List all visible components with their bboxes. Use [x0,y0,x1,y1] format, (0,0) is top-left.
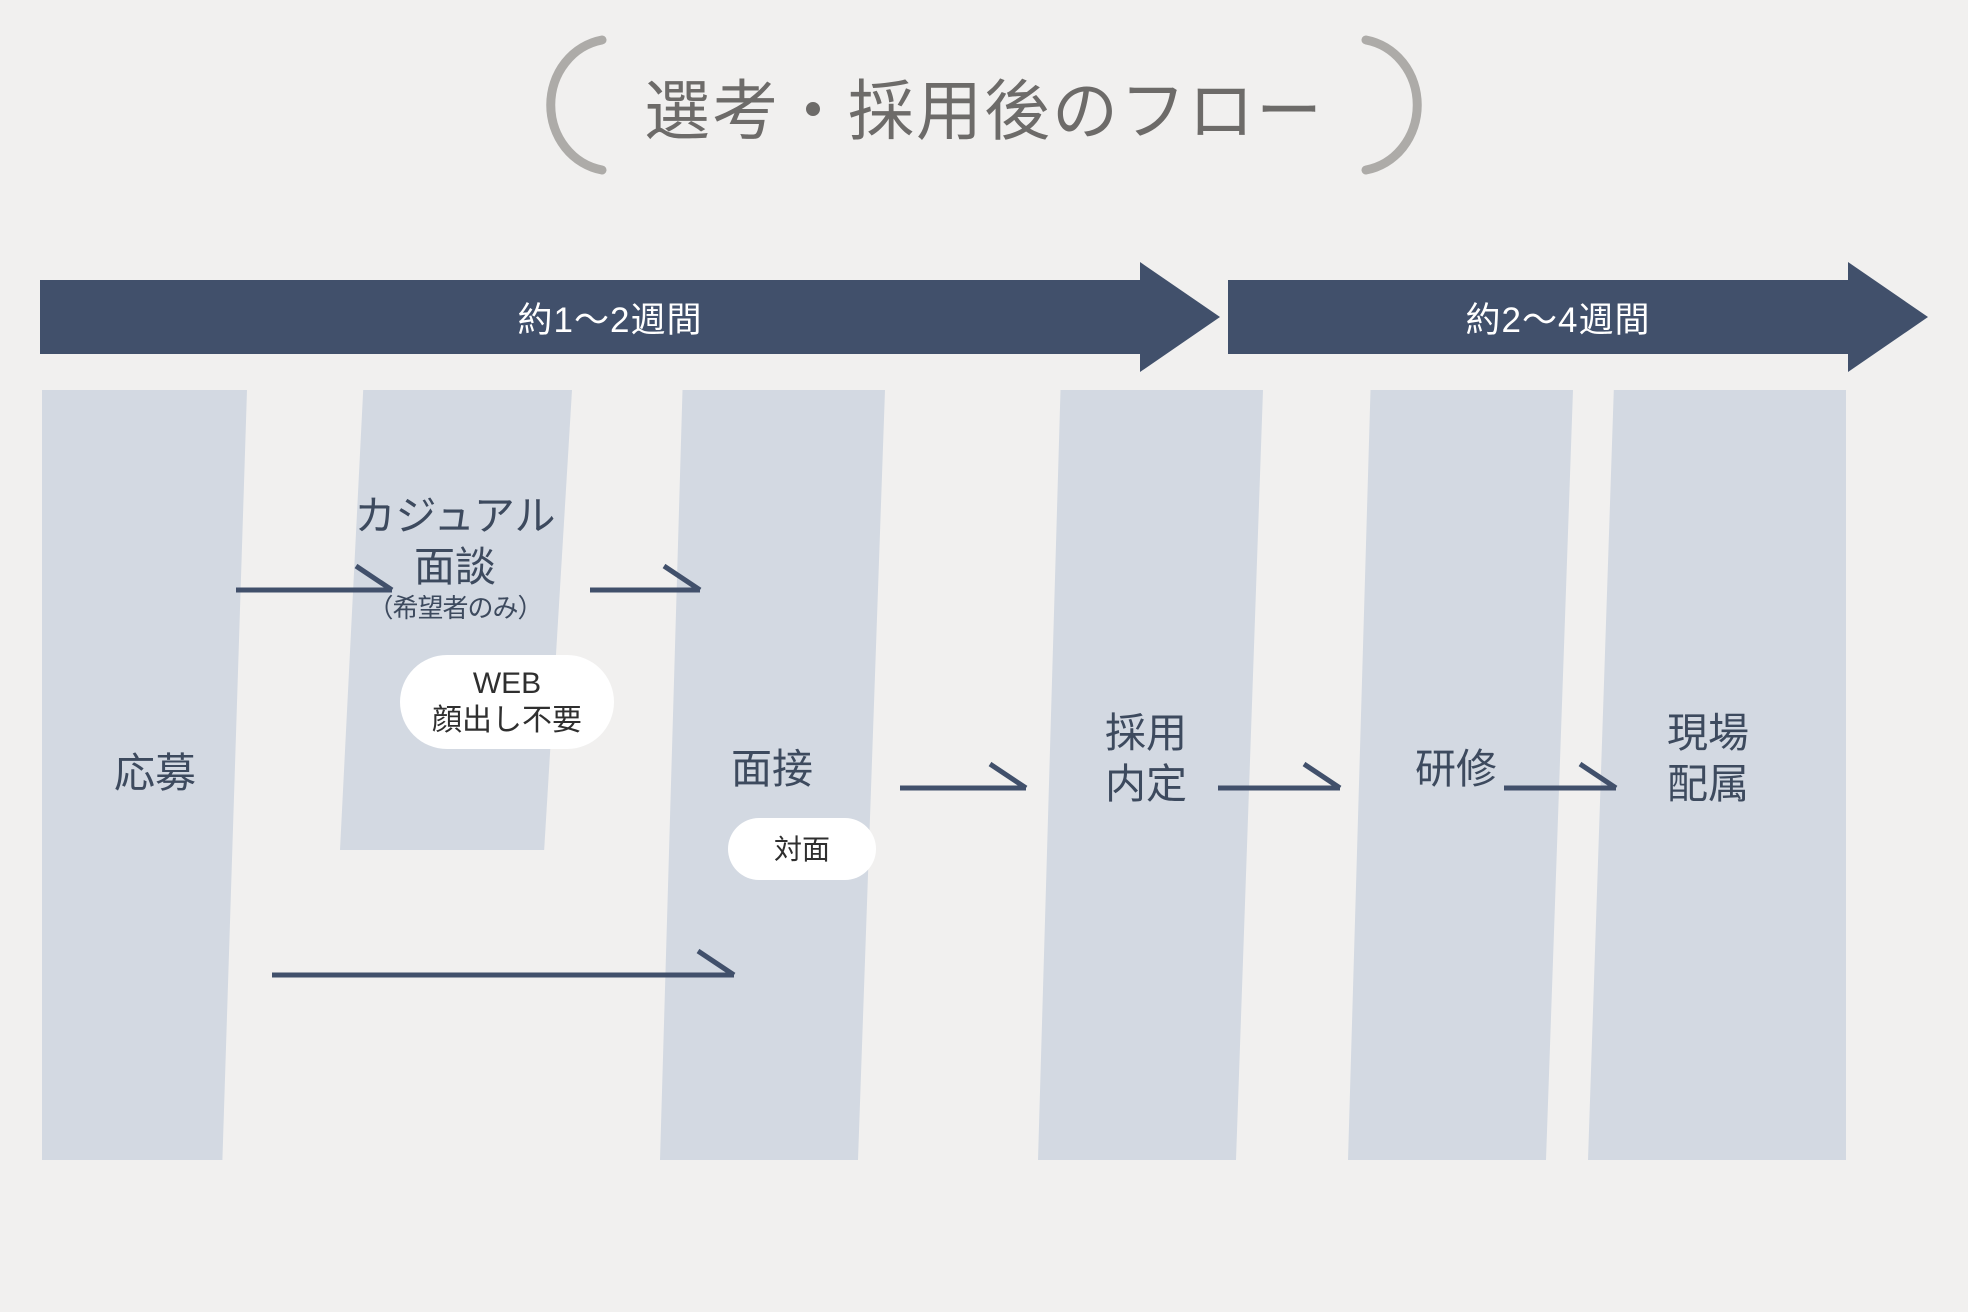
badge-in-person: 対面 [728,818,876,880]
page-title: 選考・採用後のフロー [0,36,1968,186]
stage-column-training[interactable] [1348,390,1573,1160]
decorative-right-paren-icon [1350,30,1446,180]
stage-column-interview[interactable] [660,390,885,1160]
stage-column-offer[interactable] [1038,390,1263,1160]
timeline-arrow-selection-phase [40,262,1220,372]
stage-column-assign[interactable] [1588,390,1846,1160]
stage-column-casual[interactable] [340,390,572,850]
badge-web-no-camera: WEB 顔出し不要 [400,655,614,749]
stage-columns [0,390,1968,1160]
stage-column-apply[interactable] [42,390,247,1160]
timeline-bar: 約1〜2週間 約2〜4週間 [0,262,1968,372]
page-title-text: 選考・採用後のフロー [644,74,1324,148]
decorative-left-paren-icon [522,30,618,180]
timeline-arrow-post-offer-phase [1228,262,1928,372]
